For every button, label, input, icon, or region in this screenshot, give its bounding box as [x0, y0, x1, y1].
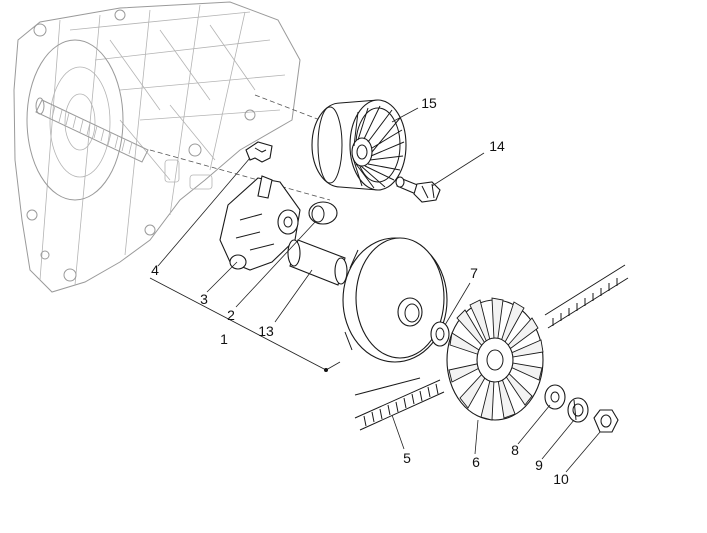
callout-15: 15 — [421, 95, 437, 111]
callout-14: 14 — [489, 138, 505, 154]
part-7-spacer — [430, 321, 450, 347]
callout-3: 3 — [200, 291, 208, 307]
part-3-ramp-plate — [219, 175, 301, 271]
assembly-axis-line — [149, 149, 331, 201]
part-5-drive-belt — [354, 264, 629, 431]
drive-shaft — [35, 97, 149, 163]
part-1-pulley-half — [342, 237, 448, 363]
part-6-fan-pulley — [446, 297, 544, 421]
part-10-nut — [593, 409, 619, 433]
leader-lines — [149, 107, 601, 473]
callout-8: 8 — [511, 442, 519, 458]
callout-labels: 15 14 4 3 2 1 13 7 5 6 8 9 10 — [151, 95, 569, 487]
callout-9: 9 — [535, 457, 543, 473]
part-15-clutch-drum — [311, 99, 407, 191]
callout-10: 10 — [553, 471, 569, 487]
callout-5: 5 — [403, 450, 411, 466]
callout-2: 2 — [227, 307, 235, 323]
callout-4: 4 — [151, 262, 159, 278]
callout-6: 6 — [472, 454, 480, 470]
callout-7: 7 — [470, 265, 478, 281]
part-8-washer — [544, 384, 566, 410]
callout-1: 1 — [220, 331, 228, 347]
callout-13: 13 — [258, 323, 274, 339]
part-14-bolt — [395, 176, 441, 203]
part-13-bushing — [287, 239, 348, 286]
part-2-roller — [308, 201, 338, 225]
part-4-clip — [245, 141, 273, 163]
bracket-dot — [324, 368, 328, 372]
assembly-axis-line-upper — [254, 94, 321, 121]
part-9-lock-washer — [567, 397, 589, 423]
crankcase-outline — [13, 1, 301, 293]
